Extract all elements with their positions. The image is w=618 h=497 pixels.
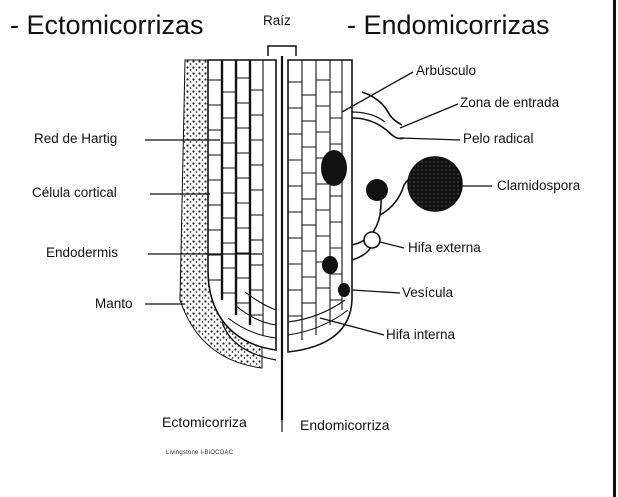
right-frame-border [613,0,616,497]
label-internal-hypha: Hifa interna [386,327,456,342]
hartig-net [220,60,252,325]
right-leader-lines [319,71,492,336]
ecto-root-body [207,59,277,351]
label-vesicle: Vesícula [402,285,454,300]
image-credit: Livingstone I-BiOCOAC [166,450,234,456]
label-cortical-cell: Célula cortical [32,185,117,200]
heading-ectomycorrhizae: - Ectomicorrizas [10,10,204,40]
heading-endomycorrhizae: - Endomicorrizas [347,10,550,40]
label-hartig-net: Red de Hartig [34,131,118,146]
label-ectomycorrhiza: Ectomicorriza [162,414,247,430]
label-endodermis: Endodermis [46,245,119,260]
spore-small [366,179,388,201]
external-hypha-ring [363,231,381,249]
ecto-root-cap [221,321,277,361]
left-leader-lines [145,139,262,305]
label-mantle: Manto [95,296,133,311]
label-root-hair: Pelo radical [463,131,534,146]
label-external-hypha: Hifa externa [408,240,481,255]
chlamydospore [407,156,463,212]
label-entry-zone: Zona de entrada [460,95,560,110]
endo-root-body [287,59,353,353]
vesicle-large [321,150,347,186]
vesicle-small-2 [338,283,350,297]
label-arbuscule: Arbúsculo [416,63,477,78]
vesicle-small-1 [322,256,338,274]
external-hyphae [351,91,419,261]
root-bracket [267,45,297,56]
root-label: Raíz [263,13,291,28]
label-chlamydospore: Clamidospora [497,178,581,193]
label-endomycorrhiza: Endomicorriza [300,417,390,433]
